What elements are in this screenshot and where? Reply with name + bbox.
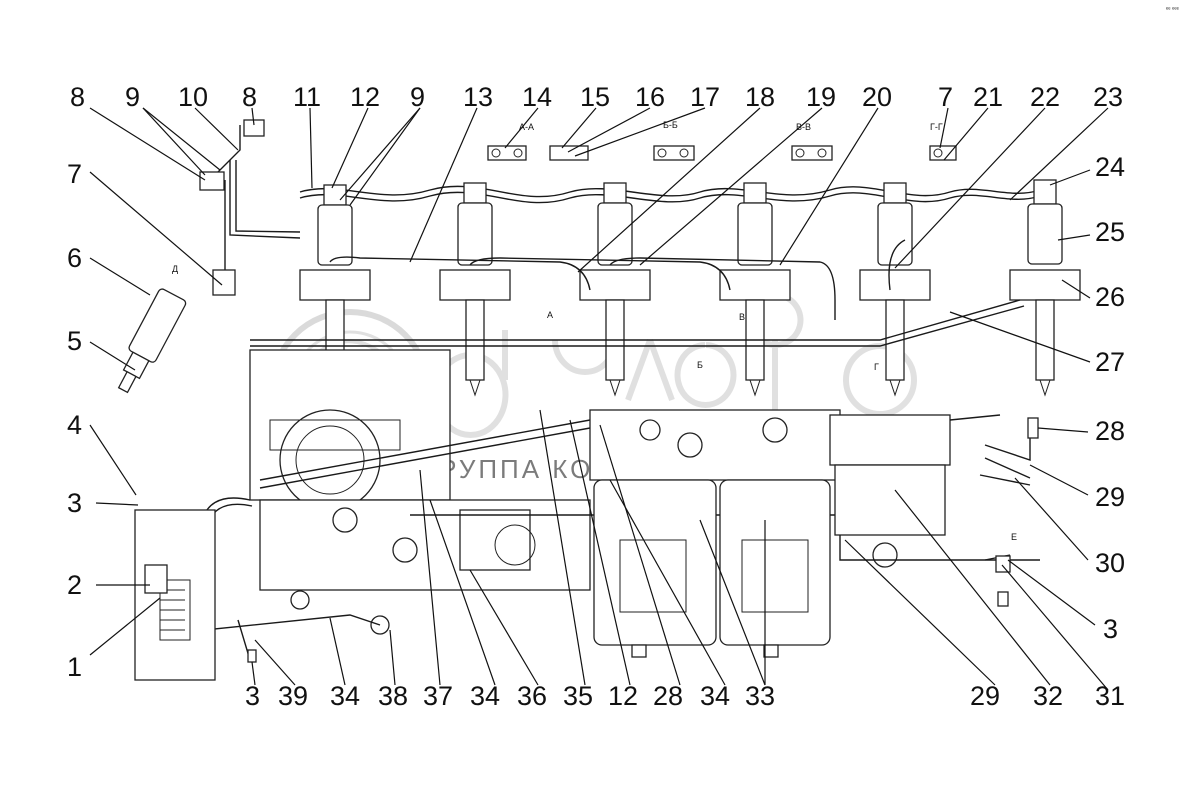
callout-24: 24 — [1095, 152, 1125, 182]
callout-11: 11 — [293, 82, 321, 112]
callout-29: 29 — [1095, 482, 1125, 512]
callout-8: 8 — [70, 82, 85, 112]
callout-33: 33 — [745, 681, 775, 711]
injector-6 — [1009, 179, 1081, 397]
callout-9: 9 — [125, 82, 140, 112]
section-view-bb: Б-Б — [549, 120, 695, 161]
callout-23: 23 — [1093, 82, 1123, 112]
view-letter-v: В — [739, 312, 745, 322]
callout-12: 12 — [350, 82, 380, 112]
section-view-gg: Г-Г — [929, 122, 957, 161]
callout-27: 27 — [1095, 347, 1125, 377]
section-label-vv: В-В — [796, 122, 811, 132]
callout-34: 34 — [700, 681, 730, 711]
callout-37: 37 — [423, 681, 453, 711]
callout-14: 14 — [522, 82, 552, 112]
callout-2: 2 — [67, 570, 82, 600]
callout-34: 34 — [470, 681, 500, 711]
callout-28: 28 — [1095, 416, 1125, 446]
corner-mark: ᵉᵉ ᵉᵉᵉ — [1166, 7, 1180, 13]
callout-6: 6 — [67, 243, 82, 273]
fuel-filters — [589, 409, 841, 658]
callout-15: 15 — [580, 82, 610, 112]
callout-1: 1 — [67, 652, 82, 682]
callout-29: 29 — [970, 681, 1000, 711]
callout-22: 22 — [1030, 82, 1060, 112]
callout-21: 21 — [973, 82, 1003, 112]
section-view-vv: В-В — [791, 122, 833, 161]
leader-lines — [89, 107, 1109, 691]
callout-9: 9 — [410, 82, 425, 112]
callout-7: 7 — [67, 159, 82, 189]
callout-17: 17 — [690, 82, 720, 112]
fuel-filter-left — [593, 479, 717, 646]
callout-28: 28 — [653, 681, 683, 711]
callout-7: 7 — [938, 82, 953, 112]
callouts-left: 7 6 5 4 3 2 1 — [67, 159, 82, 682]
callout-32: 32 — [1033, 681, 1063, 711]
high-pressure-lines — [229, 160, 1041, 239]
callout-3: 3 — [67, 488, 82, 518]
callout-12: 12 — [608, 681, 638, 711]
callouts-right: 24 25 26 27 28 29 30 3 31 — [1095, 152, 1125, 711]
left-components — [117, 119, 265, 681]
callout-5: 5 — [67, 326, 82, 356]
view-letter-e: Е — [1011, 532, 1017, 542]
view-letter-b: Б — [697, 360, 703, 370]
callout-26: 26 — [1095, 282, 1125, 312]
callout-13: 13 — [463, 82, 493, 112]
injector-4 — [719, 182, 791, 397]
drain-lines — [250, 239, 1025, 347]
callout-8: 8 — [242, 82, 257, 112]
view-letter-a: А — [547, 310, 553, 320]
callout-3: 3 — [245, 681, 260, 711]
callout-36: 36 — [517, 681, 547, 711]
callout-16: 16 — [635, 82, 665, 112]
priming-pump — [829, 414, 1040, 568]
callout-35: 35 — [563, 681, 593, 711]
callout-30: 30 — [1095, 548, 1125, 578]
callout-31: 31 — [1095, 681, 1125, 711]
callout-25: 25 — [1095, 217, 1125, 247]
callout-18: 18 — [745, 82, 775, 112]
right-bracket — [979, 417, 1039, 607]
section-label-aa: А-А — [519, 122, 534, 132]
view-letter-d: Д — [172, 264, 178, 274]
view-letter-g: Г — [874, 362, 879, 372]
callout-4: 4 — [67, 410, 82, 440]
fuel-filter-right — [719, 479, 831, 646]
callout-10: 10 — [178, 82, 208, 112]
injector-5 — [859, 182, 931, 397]
callout-19: 19 — [806, 82, 836, 112]
callout-20: 20 — [862, 82, 892, 112]
callout-38: 38 — [378, 681, 408, 711]
callouts-bottom: 3 39 34 38 37 34 36 35 12 28 34 33 29 32 — [245, 681, 1063, 711]
callout-3: 3 — [1103, 614, 1118, 644]
section-label-gg: Г-Г — [930, 122, 943, 132]
callouts-top: 8 9 10 8 11 12 9 13 14 15 16 17 18 19 20… — [70, 82, 1123, 112]
callout-39: 39 — [278, 681, 308, 711]
callout-34: 34 — [330, 681, 360, 711]
section-label-bb: Б-Б — [663, 120, 678, 130]
